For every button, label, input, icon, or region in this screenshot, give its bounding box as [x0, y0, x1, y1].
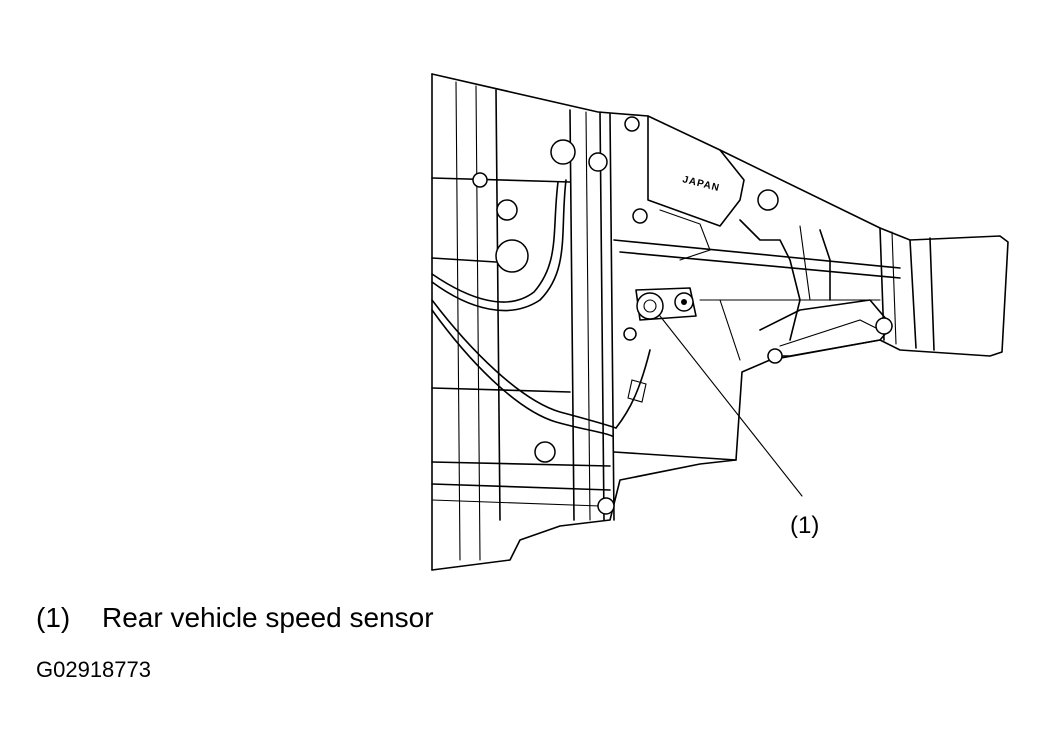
bolt [623, 327, 637, 341]
bolt [624, 116, 640, 132]
bolt [588, 152, 608, 172]
bolt [597, 497, 615, 515]
bolt [875, 317, 893, 335]
bolt [757, 189, 779, 211]
callout-label: (1) [790, 512, 819, 539]
bolt [496, 199, 518, 221]
rear-vehicle-speed-sensor [635, 287, 697, 321]
wiring-harness [431, 179, 651, 437]
bolts [472, 116, 893, 515]
japan-stamp: JAPAN [681, 174, 721, 194]
bolt [495, 239, 529, 273]
legend-text: Rear vehicle speed sensor [102, 602, 434, 633]
figure-id: G02918773 [36, 657, 151, 682]
bolt [550, 139, 576, 165]
bolt [767, 348, 783, 364]
bolt [534, 441, 556, 463]
bolt [472, 172, 488, 188]
bolt [632, 208, 648, 224]
callout-leader-line [659, 315, 803, 497]
transmission-housing [431, 73, 1009, 571]
legend-number: (1) [36, 602, 71, 633]
legend-item: (1) Rear vehicle speed sensor [36, 600, 636, 636]
